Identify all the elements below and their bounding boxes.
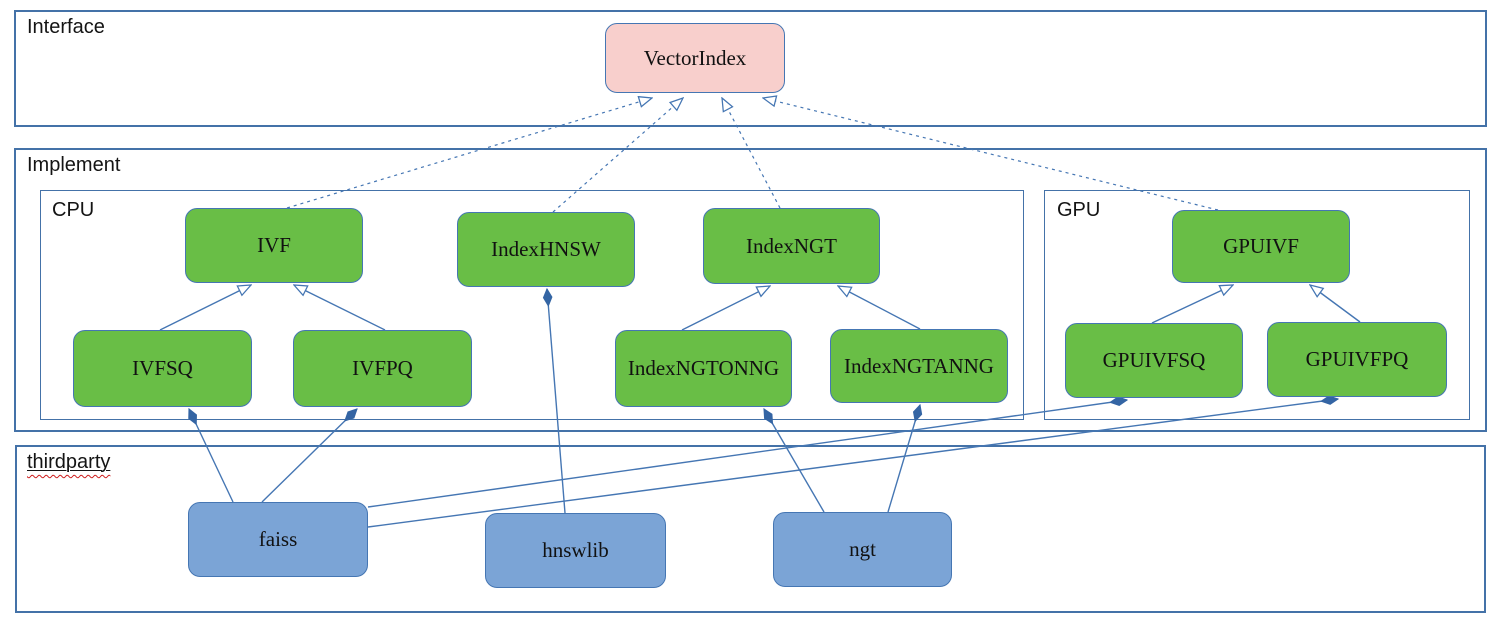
node-ngt-label: ngt (849, 537, 876, 561)
node-gpuivf: GPUIVF (1172, 210, 1350, 283)
node-vectorindex: VectorIndex (605, 23, 785, 93)
node-gpuivfsq: GPUIVFSQ (1065, 323, 1243, 398)
node-ivfsq-label: IVFSQ (132, 356, 193, 380)
node-indexngtonng: IndexNGTONNG (615, 330, 792, 407)
node-hnswlib: hnswlib (485, 513, 666, 588)
container-interface-label: Interface (27, 16, 105, 38)
container-thirdparty-label-text: thirdparty (27, 451, 111, 473)
node-ivfpq: IVFPQ (293, 330, 472, 407)
node-gpuivfpq: GPUIVFPQ (1267, 322, 1447, 397)
node-faiss: faiss (188, 502, 368, 577)
node-indexngtanng: IndexNGTANNG (830, 329, 1008, 403)
node-ivf-label: IVF (257, 233, 291, 257)
node-indexngt: IndexNGT (703, 208, 880, 284)
node-gpuivfpq-label: GPUIVFPQ (1305, 347, 1409, 371)
container-gpu-label: GPU (1057, 199, 1101, 221)
container-cpu-label: CPU (52, 199, 95, 221)
node-faiss-label: faiss (258, 527, 298, 551)
node-gpuivfsq-label: GPUIVFSQ (1102, 348, 1206, 372)
node-ivf: IVF (185, 208, 363, 283)
node-indexhnsw-label: IndexHNSW (491, 237, 601, 261)
node-ivfpq-label: IVFPQ (352, 356, 413, 380)
container-implement-label: Implement (27, 154, 121, 176)
node-ivfsq: IVFSQ (73, 330, 252, 407)
node-indexngtonng-label: IndexNGTONNG (627, 356, 780, 380)
node-ngt: ngt (773, 512, 952, 587)
node-vectorindex-label: VectorIndex (643, 45, 747, 70)
node-indexhnsw: IndexHNSW (457, 212, 635, 287)
node-gpuivf-label: GPUIVF (1223, 234, 1299, 258)
node-hnswlib-label: hnswlib (542, 538, 609, 562)
node-indexngt-label: IndexNGT (746, 233, 837, 258)
container-thirdparty-label: thirdparty (27, 451, 110, 474)
node-indexngtanng-label: IndexNGTANNG (844, 353, 994, 378)
